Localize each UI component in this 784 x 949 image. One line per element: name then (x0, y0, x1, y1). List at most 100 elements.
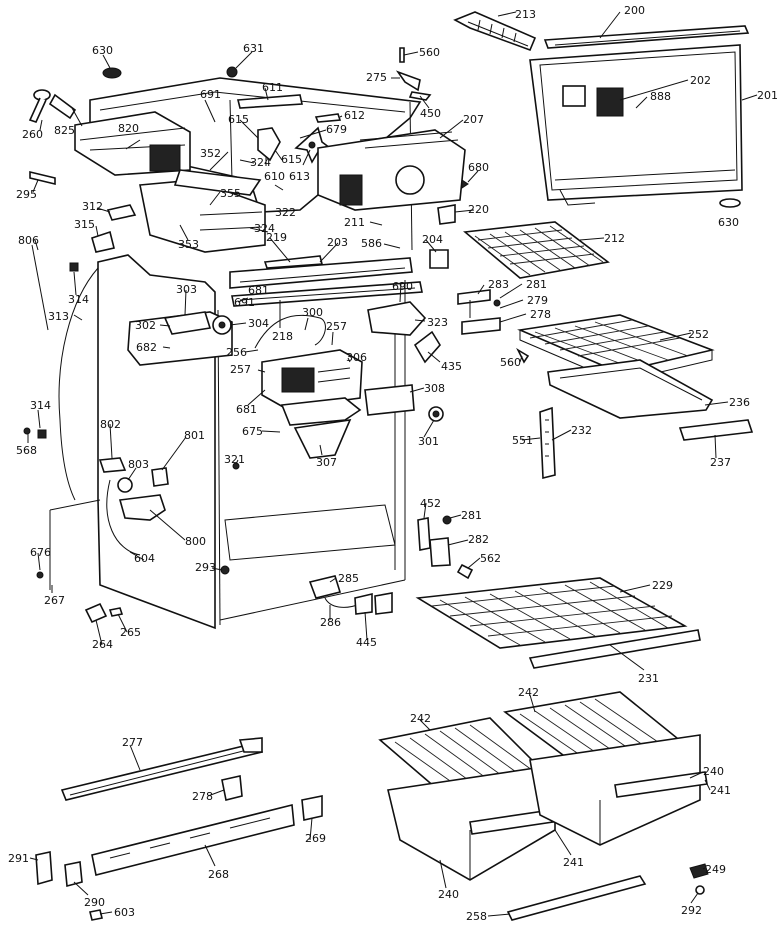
leader-lines (27, 11, 758, 917)
label-615-b: 615 (281, 153, 302, 166)
label-267: 267 (44, 594, 65, 607)
label-240-left: 240 (438, 888, 459, 901)
label-323: 323 (427, 316, 448, 329)
part-680 (461, 179, 469, 189)
label-560-mid: 560 (500, 356, 521, 369)
screw-560-top (399, 47, 405, 63)
ice-maker-820 (74, 111, 191, 176)
label-282: 282 (468, 533, 489, 546)
label-324-top: 324 (250, 156, 271, 169)
label-568: 568 (16, 444, 37, 457)
spring-630-left (102, 67, 122, 79)
crisper-front-237 (678, 419, 754, 441)
label-676: 676 (30, 546, 51, 559)
slide-rail-277 (60, 737, 263, 801)
part-number-labels: 213 200 201 202 888 630 630 631 691 560 … (8, 4, 778, 923)
label-802: 802 (100, 418, 121, 431)
label-680: 680 (468, 161, 489, 174)
label-308: 308 (424, 382, 445, 395)
label-610: 610 (264, 170, 285, 183)
panel-267 (49, 499, 101, 590)
screw-612 (314, 113, 342, 123)
fitting-825 (48, 93, 77, 120)
label-231: 231 (638, 672, 659, 685)
label-285: 285 (338, 572, 359, 585)
label-888: 888 (650, 90, 671, 103)
wire-shelf-212 (463, 221, 610, 279)
label-586: 586 (361, 237, 382, 250)
screw-603 (89, 909, 103, 921)
crisper-pan-236 (547, 359, 714, 419)
drawer-left-240 (378, 717, 581, 881)
label-682: 682 (136, 341, 157, 354)
trim-strip-258 (506, 875, 647, 921)
label-324-bottom: 324 (254, 222, 275, 235)
label-681-top: 681 (248, 284, 269, 297)
label-257-top: 257 (326, 320, 347, 333)
label-312: 312 (82, 200, 103, 213)
door-rail-200 (543, 25, 750, 49)
label-445: 445 (356, 636, 377, 649)
part-295 (29, 170, 56, 186)
roller-278 (221, 775, 243, 801)
label-264: 264 (92, 638, 113, 651)
label-212: 212 (604, 232, 625, 245)
screw-293 (220, 565, 230, 575)
label-286: 286 (320, 616, 341, 629)
label-603: 603 (114, 906, 135, 919)
fitting-260 (28, 89, 51, 123)
label-242-right: 242 (518, 686, 539, 699)
label-207: 207 (463, 113, 484, 126)
lower-hinge-282 (417, 515, 474, 580)
label-291: 291 (8, 852, 29, 865)
drain-tube-313 (58, 267, 99, 501)
label-630-left: 630 (92, 44, 113, 57)
label-452: 452 (420, 497, 441, 510)
label-241-left: 241 (563, 856, 584, 869)
label-229: 229 (652, 579, 673, 592)
fitting-312 (106, 204, 137, 221)
label-306: 306 (346, 351, 367, 364)
ice-bin-355 (139, 169, 266, 253)
label-681-side: 681 (236, 403, 257, 416)
screw-265 (108, 607, 124, 617)
control-panel-302 (127, 311, 233, 366)
label-612: 612 (344, 109, 365, 122)
label-258: 258 (466, 910, 487, 923)
crisper-cover-252 (517, 314, 715, 383)
light-housing-306 (261, 349, 363, 409)
screw-568 (23, 427, 31, 435)
clip-249 (689, 863, 709, 879)
label-260: 260 (22, 128, 43, 141)
label-275: 275 (366, 71, 387, 84)
bracket-611 (236, 94, 303, 109)
label-820: 820 (118, 122, 139, 135)
clip-314-top (69, 262, 79, 272)
label-211: 211 (344, 216, 365, 229)
label-300: 300 (302, 306, 323, 319)
label-352: 352 (200, 147, 221, 160)
label-219: 219 (266, 231, 287, 244)
label-241-right: 241 (710, 784, 731, 797)
label-551: 551 (512, 434, 533, 447)
label-314-bottom: 314 (30, 399, 51, 412)
label-281-bottom: 281 (461, 509, 482, 522)
label-562: 562 (480, 552, 501, 565)
label-450: 450 (420, 107, 441, 120)
label-249: 249 (705, 863, 726, 876)
label-236: 236 (729, 396, 750, 409)
label-295: 295 (16, 188, 37, 201)
label-278-bottom: 278 (192, 790, 213, 803)
bracket-323 (367, 301, 427, 336)
label-257-mid: 257 (230, 363, 251, 376)
mullion-203 (229, 255, 413, 289)
label-679: 679 (326, 123, 347, 136)
drawer-right-240 (503, 691, 708, 846)
label-268: 268 (208, 868, 229, 881)
label-604: 604 (134, 552, 155, 565)
label-803: 803 (128, 458, 149, 471)
label-611: 611 (262, 81, 283, 94)
label-631: 631 (243, 42, 264, 55)
power-cord-286 (308, 575, 393, 615)
label-279: 279 (527, 294, 548, 307)
